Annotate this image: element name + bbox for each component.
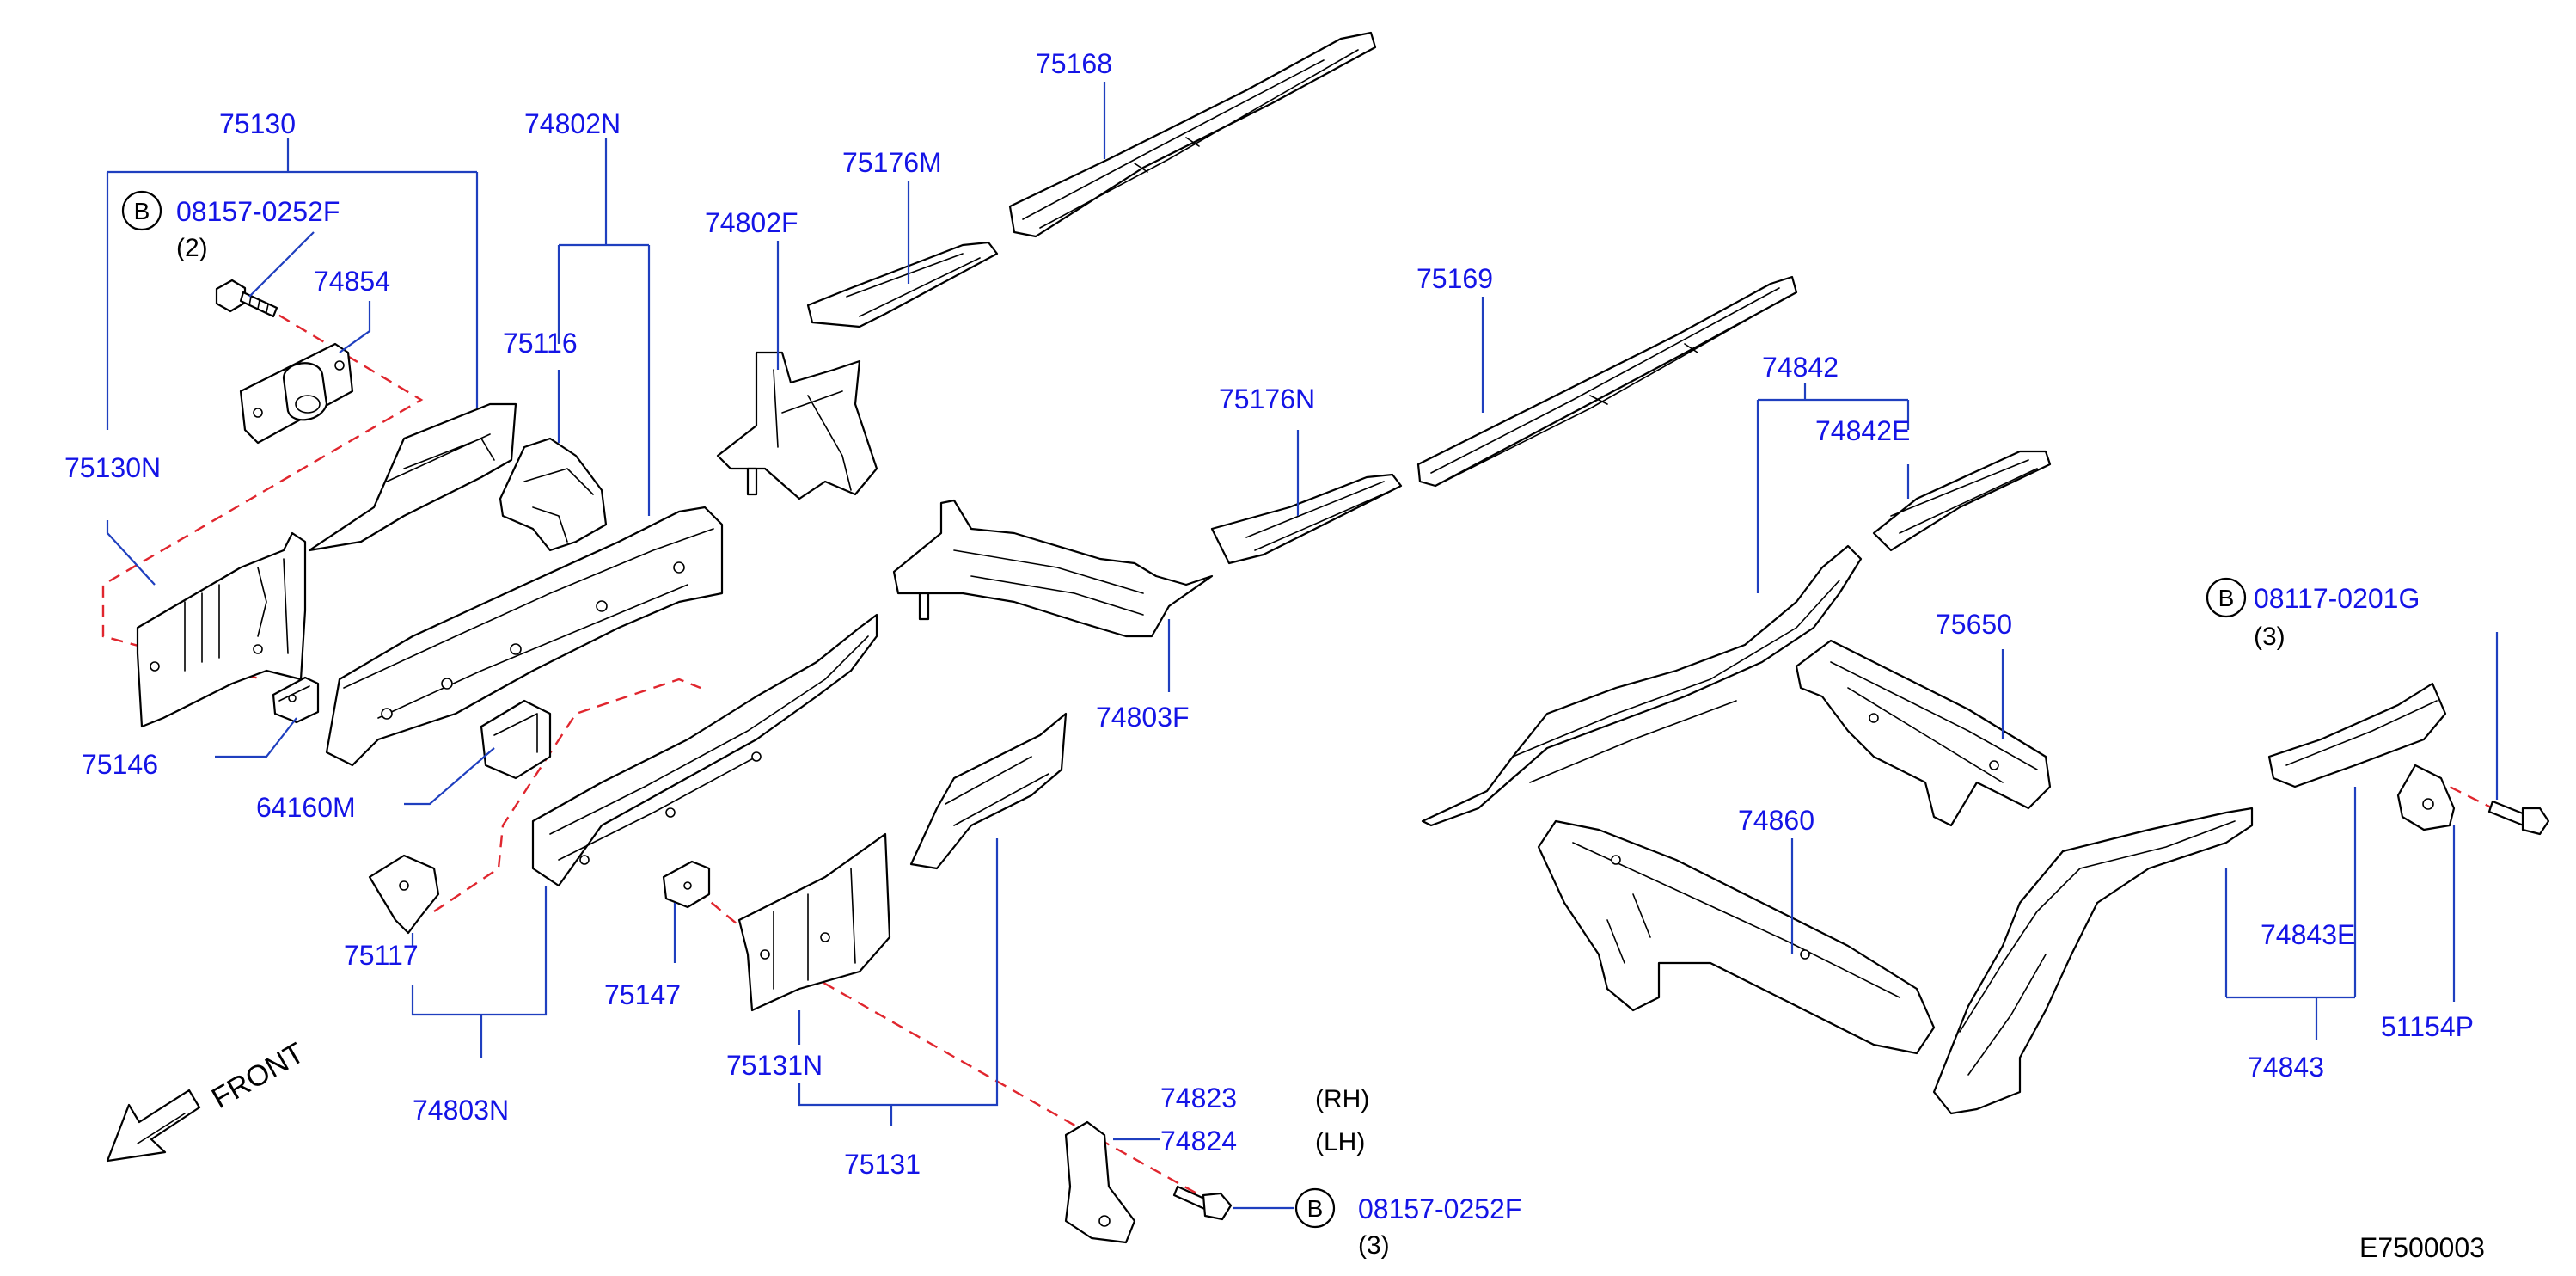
rail-75176M-icon bbox=[806, 241, 999, 328]
front-label: FRONT bbox=[206, 1036, 309, 1114]
label-74802F[interactable]: 74802F bbox=[705, 207, 798, 238]
bracket-64160M-icon bbox=[480, 699, 552, 780]
bolt-08117-icon bbox=[2487, 800, 2550, 836]
bolt-marker-bottom: B bbox=[1294, 1187, 1336, 1229]
qty-08157-0252F-top: (2) bbox=[176, 234, 208, 262]
label-74843[interactable]: 74843 bbox=[2248, 1052, 2324, 1083]
label-64160M[interactable]: 64160M bbox=[256, 792, 356, 823]
member-74803F-icon bbox=[892, 499, 1214, 638]
side-lh: (LH) bbox=[1315, 1128, 1365, 1156]
bracket-74854-icon bbox=[239, 342, 354, 445]
label-75131[interactable]: 75131 bbox=[844, 1149, 921, 1180]
rail-75169-icon bbox=[1416, 275, 1798, 488]
panel-75131N-icon bbox=[737, 832, 891, 1012]
svg-text:B: B bbox=[2218, 585, 2235, 611]
label-75168[interactable]: 75168 bbox=[1036, 48, 1112, 79]
label-74842[interactable]: 74842 bbox=[1762, 352, 1839, 383]
member-74842-icon bbox=[1421, 544, 1863, 827]
label-75176N[interactable]: 75176N bbox=[1219, 383, 1315, 414]
label-74843E[interactable]: 74843E bbox=[2261, 919, 2355, 950]
label-51154P[interactable]: 51154P bbox=[2381, 1011, 2474, 1042]
bolt-marker-right: B bbox=[2206, 577, 2247, 618]
rail-74842E-icon bbox=[1872, 450, 2052, 552]
label-75146[interactable]: 75146 bbox=[82, 749, 158, 780]
panel-75131-icon bbox=[909, 712, 1068, 870]
member-74860-icon bbox=[1537, 819, 1936, 1055]
member-74803N-icon bbox=[531, 613, 878, 887]
member-74802N-icon bbox=[325, 506, 724, 767]
label-75131N[interactable]: 75131N bbox=[726, 1050, 823, 1081]
label-74803F[interactable]: 74803F bbox=[1096, 702, 1190, 733]
phantom-line-75117 bbox=[433, 678, 701, 912]
side-rh: (RH) bbox=[1315, 1085, 1369, 1113]
clip-75147-icon bbox=[662, 860, 711, 909]
label-75130N[interactable]: 75130N bbox=[64, 452, 161, 483]
label-08117-0201G[interactable]: 08117-0201G bbox=[2254, 583, 2420, 614]
parts bbox=[136, 31, 2550, 1244]
label-08157-0252F-bottom[interactable]: 08157-0252F bbox=[1358, 1193, 1521, 1224]
qty-08117-0201G: (3) bbox=[2254, 623, 2285, 651]
member-74802F-icon bbox=[716, 351, 878, 500]
bracket-51154P-icon bbox=[2396, 764, 2456, 831]
bolt-08157-bottom-icon bbox=[1172, 1185, 1233, 1221]
qty-08157-0252F-bottom: (3) bbox=[1358, 1231, 1390, 1260]
rail-74843E-icon bbox=[2267, 682, 2447, 788]
panel-75650-icon bbox=[1795, 639, 2052, 827]
label-75130[interactable]: 75130 bbox=[219, 108, 296, 139]
member-74843-icon bbox=[1932, 807, 2254, 1115]
label-74824[interactable]: 74824 bbox=[1160, 1126, 1237, 1156]
leader-lines bbox=[106, 82, 2499, 1210]
label-75116[interactable]: 75116 bbox=[503, 328, 578, 359]
label-74802N[interactable]: 74802N bbox=[524, 108, 621, 139]
svg-text:B: B bbox=[1307, 1195, 1324, 1222]
rail-75130-icon bbox=[308, 402, 517, 552]
label-75117[interactable]: 75117 bbox=[344, 940, 419, 971]
label-08157-0252F-top[interactable]: 08157-0252F bbox=[176, 196, 340, 227]
label-75147[interactable]: 75147 bbox=[604, 979, 681, 1010]
diagram-code: E7500003 bbox=[2359, 1232, 2485, 1263]
bracket-74823-icon bbox=[1064, 1120, 1136, 1244]
clip-75117-icon bbox=[368, 854, 440, 935]
label-74860[interactable]: 74860 bbox=[1738, 805, 1814, 836]
bolt-marker-top: B bbox=[121, 190, 162, 231]
clip-75146-icon bbox=[272, 676, 320, 724]
rail-75176N-icon bbox=[1210, 473, 1403, 565]
label-74803N[interactable]: 74803N bbox=[413, 1095, 509, 1126]
rail-75168-icon bbox=[1008, 31, 1377, 238]
label-74823[interactable]: 74823 bbox=[1160, 1083, 1237, 1113]
bolt-08157-left-icon bbox=[215, 279, 278, 318]
label-74842E[interactable]: 74842E bbox=[1815, 415, 1910, 446]
label-75169[interactable]: 75169 bbox=[1416, 263, 1493, 294]
label-75176M[interactable]: 75176M bbox=[842, 147, 942, 178]
label-75650[interactable]: 75650 bbox=[1936, 609, 2012, 640]
front-indicator: FRONT bbox=[106, 1036, 309, 1163]
part-labels: 75130 74802N 75168 75176M 74802F 08157-0… bbox=[64, 48, 2474, 1260]
front-arrow-icon bbox=[106, 1089, 201, 1163]
bracket-75116-icon bbox=[499, 437, 608, 552]
label-74854[interactable]: 74854 bbox=[314, 266, 390, 297]
svg-text:B: B bbox=[134, 198, 150, 224]
phantom-line-75147 bbox=[695, 889, 1208, 1201]
